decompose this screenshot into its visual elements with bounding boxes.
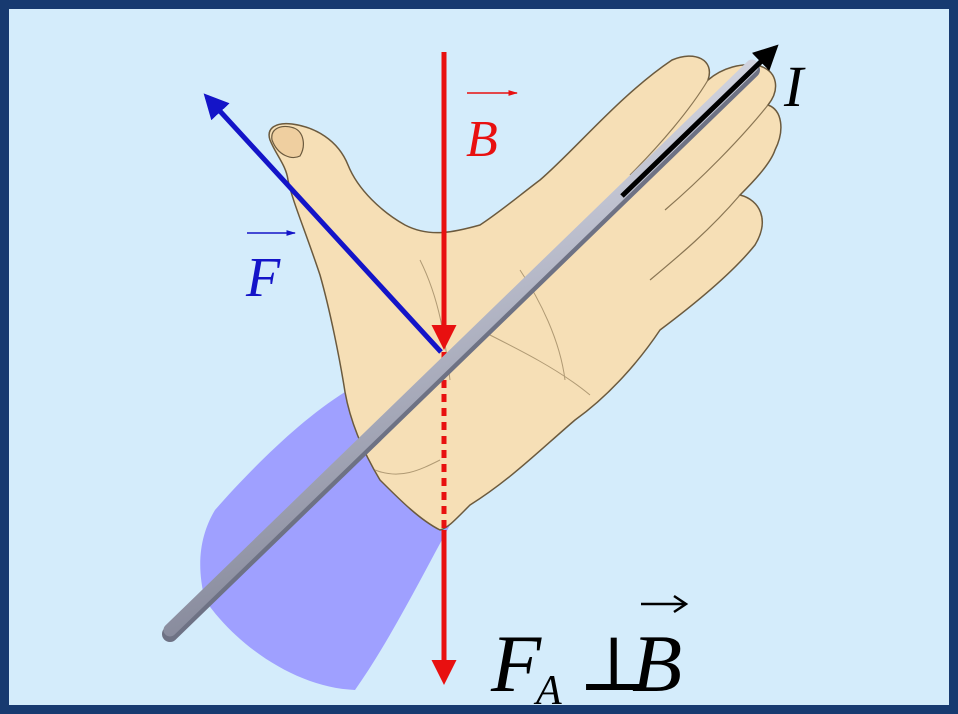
formula-perpendicular-symbol: ⊥ — [578, 619, 649, 708]
palm-line-2 — [479, 329, 591, 396]
current-label: I — [783, 54, 806, 119]
formula-vector-arrowhead — [673, 594, 689, 614]
thumbnail-shape — [271, 125, 304, 159]
formula-subscript: A — [533, 668, 562, 714]
formula-main: F — [490, 618, 542, 709]
formula: F A ⊥ B — [490, 594, 689, 714]
field-label: B — [466, 111, 498, 168]
formula-vector: B — [632, 618, 682, 709]
force-label: F — [245, 247, 281, 309]
finger-crease-1 — [629, 79, 709, 176]
finger-crease-2 — [664, 104, 769, 211]
conductor-rod — [163, 59, 759, 637]
current-arrow — [620, 44, 779, 198]
wrist-crease — [374, 459, 441, 475]
finger-crease-3 — [649, 194, 741, 281]
force-arrow — [203, 93, 443, 354]
